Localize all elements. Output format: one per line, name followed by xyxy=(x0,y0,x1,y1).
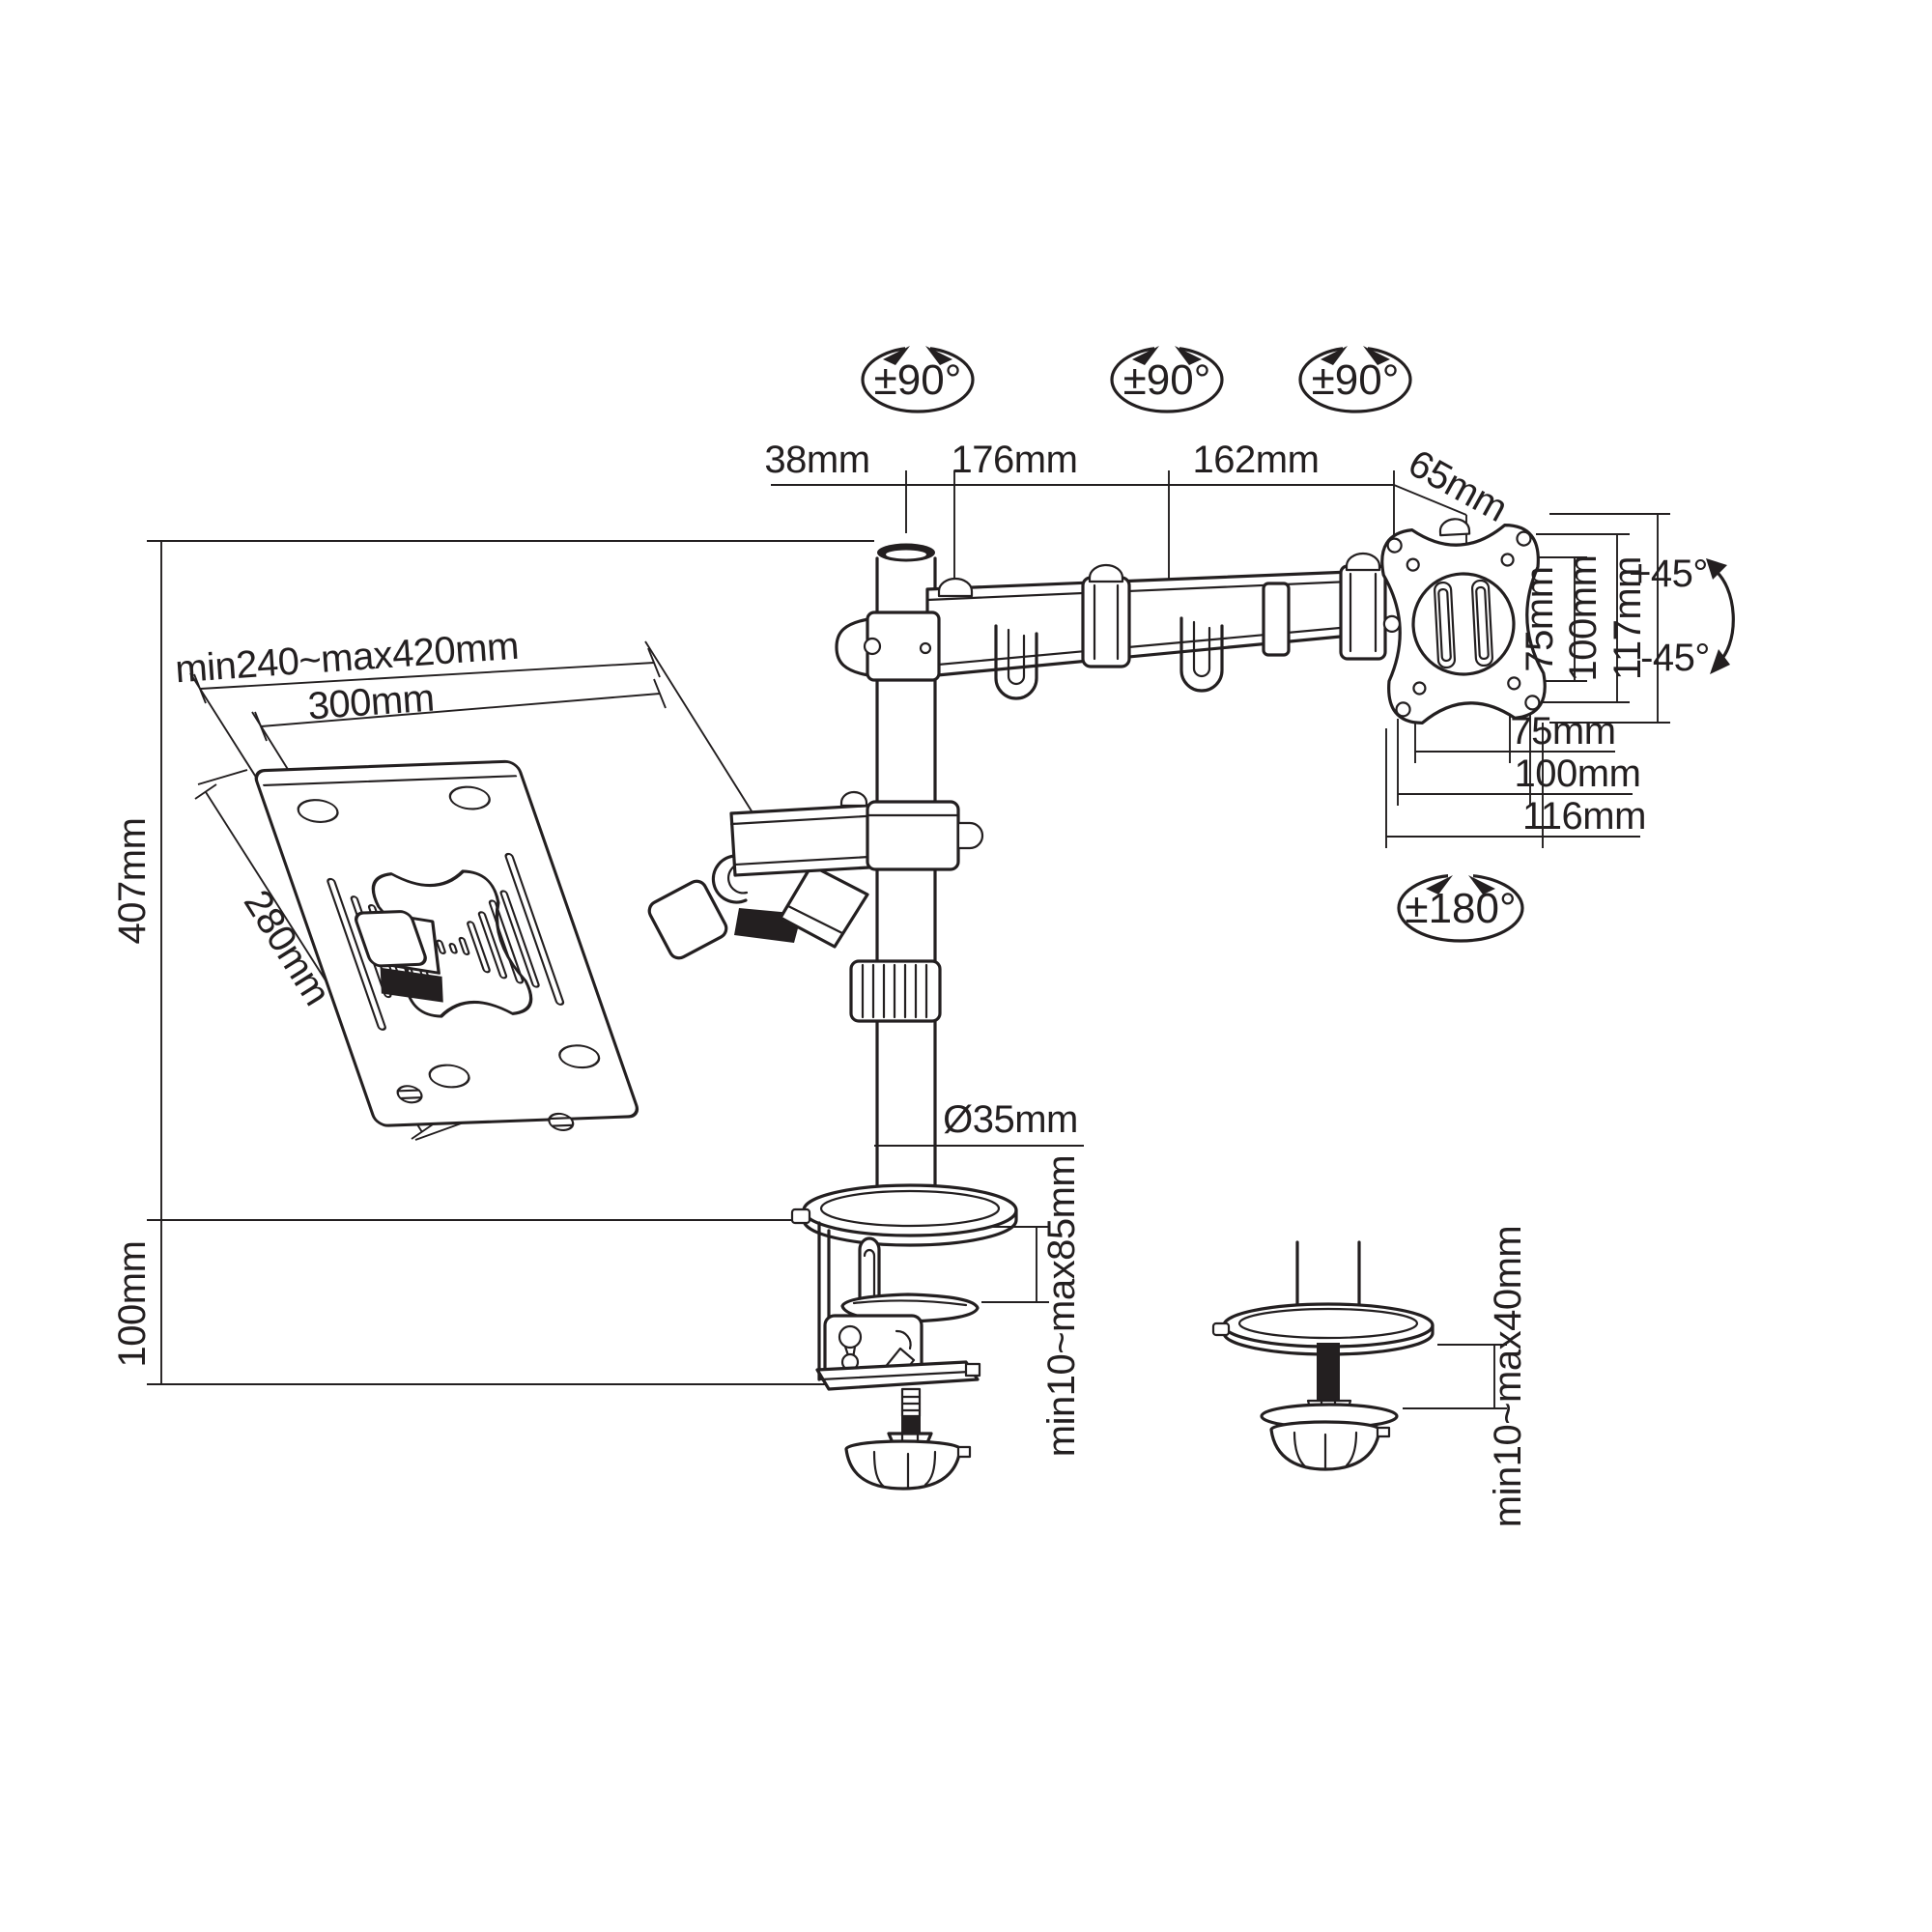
arm-elbow-link xyxy=(1262,582,1291,657)
grommet-top-disc xyxy=(1222,1302,1435,1349)
grommet-mount xyxy=(1211,1240,1435,1471)
tilt-up-label: +45° xyxy=(1629,553,1708,595)
vesa-pivot-block xyxy=(1339,564,1387,661)
dim-label-vesa-h75: 75mm xyxy=(1510,710,1615,753)
dim-label-tray-width: 300mm xyxy=(306,677,436,728)
laptop-tray xyxy=(254,759,639,1131)
tray-clip-box xyxy=(779,864,869,949)
clamp-top-disc xyxy=(802,1183,1018,1237)
monitor-arm xyxy=(835,552,1387,700)
cable-clip-1 xyxy=(994,624,1038,700)
tray-outline xyxy=(254,759,639,1127)
swivel-label-3: ±90° xyxy=(1312,356,1400,404)
tray-clip-pad xyxy=(647,879,728,960)
collar-screw xyxy=(956,821,984,850)
pole-collar xyxy=(866,800,960,871)
rotation-symbols xyxy=(861,340,1735,943)
tilt-down-label: -45° xyxy=(1640,637,1710,679)
dim-label-vesa-width: 116mm xyxy=(1522,795,1646,838)
shoulder-screw xyxy=(937,577,974,598)
tray-screws xyxy=(396,1085,575,1131)
rotation-180-label: ±180° xyxy=(1405,885,1516,932)
elbow-screw xyxy=(1345,552,1381,572)
dim-label-vesa-height: 117mm xyxy=(1606,556,1649,680)
dim-label-arm-segment-2: 162mm xyxy=(1193,439,1320,481)
dim-label-clamp-depth: 100mm xyxy=(111,1241,154,1368)
dim-label-pole-diameter: Ø35mm xyxy=(943,1098,1078,1141)
dim-label-clamp-range: min10~max85mm xyxy=(1040,1155,1083,1458)
clamp-disc-tab xyxy=(790,1208,811,1225)
dim-label-vesa-v75: 75mm xyxy=(1519,566,1561,671)
mid-joint-screw xyxy=(1088,563,1124,583)
dim-label-arm-segment-1: 176mm xyxy=(952,439,1078,481)
pole-cap xyxy=(886,550,926,559)
grommet-pole-stub xyxy=(1295,1240,1361,1316)
swivel-label-1: ±90° xyxy=(874,356,962,404)
dim-label-pole-offset: 38mm xyxy=(764,439,869,481)
dim-label-vesa-h100: 100mm xyxy=(1515,753,1641,795)
laptop-arm xyxy=(647,790,984,960)
grip-collar xyxy=(849,959,942,1023)
arm-shoulder-cap xyxy=(835,616,877,678)
arm-mid-joint xyxy=(1081,576,1131,668)
cable-clip-2 xyxy=(1179,616,1224,693)
desk-clamp xyxy=(790,1183,1018,1491)
plate-top-screw xyxy=(1438,518,1471,537)
grommet-screw xyxy=(1317,1343,1340,1403)
vesa-plate xyxy=(1380,518,1547,724)
plate-pivot-screw xyxy=(1382,614,1401,633)
tray-hook xyxy=(711,854,748,904)
dim-label-vesa-v100: 100mm xyxy=(1562,555,1605,682)
dim-label-grommet-range: min10~max40mm xyxy=(1487,1226,1529,1528)
swivel-label-2: ±90° xyxy=(1123,356,1211,404)
dim-label-pole-height: 407mm xyxy=(111,818,154,945)
tray-left-clip xyxy=(355,910,443,1003)
